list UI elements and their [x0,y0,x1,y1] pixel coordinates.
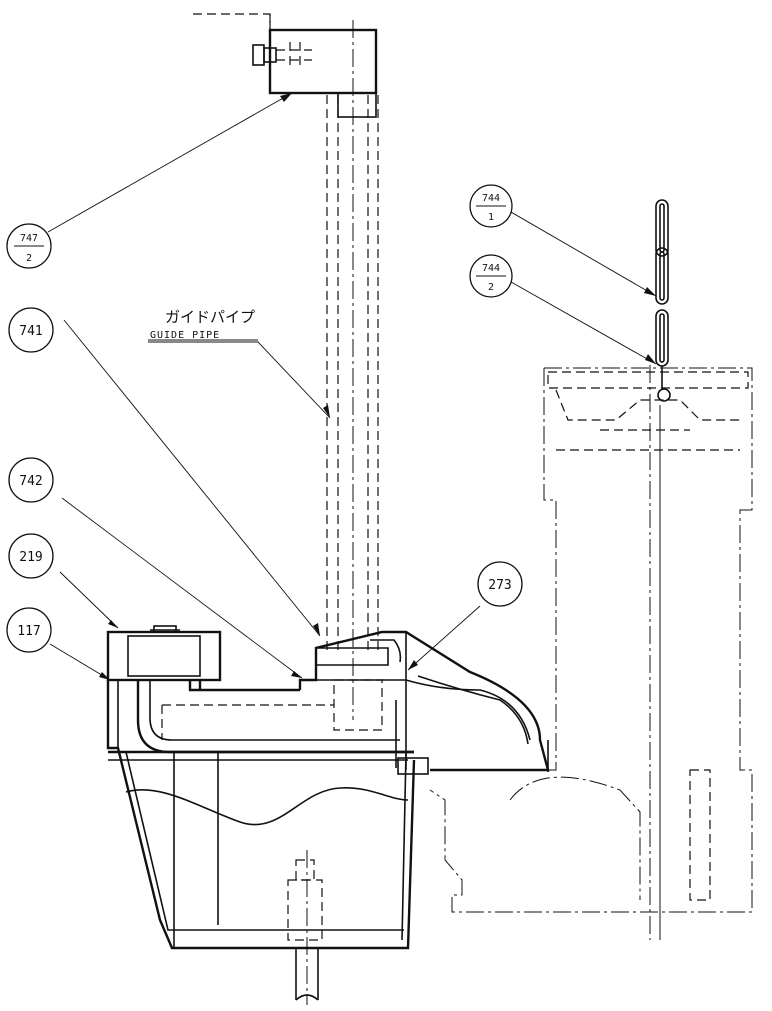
callout-747-top: 747 [20,233,38,244]
callout-219: 219 [8,533,54,579]
callout-744-2: 744 2 [469,254,513,298]
callout-117-text: 117 [17,624,40,639]
anchor-bolt [287,850,323,1005]
callout-273-text: 273 [488,578,511,593]
pump-outline [429,365,753,940]
callout-219-text: 219 [19,550,42,565]
callout-747-2: 747 2 [6,223,52,269]
callout-742: 742 [8,457,54,503]
callout-744-1-top: 744 [482,193,500,204]
callout-742-text: 742 [19,474,42,489]
guide-pipe [326,20,379,720]
guide-pipe-label-en: GUIDE PIPE [150,330,220,341]
guide-pipe-label-jp: ガイドパイプ [165,308,255,326]
callout-273: 273 [477,561,523,607]
callout-741-text: 741 [19,324,42,339]
callout-744-2-top: 744 [482,263,500,274]
callout-747-bottom: 2 [26,253,32,264]
guide-holder [298,630,550,775]
discharge-base [106,625,416,950]
lifting-chain [655,199,671,402]
arrow-heads [99,93,656,680]
top-bracket [193,13,378,95]
callout-744-1-bottom: 1 [488,212,494,223]
leader-lines [47,92,657,681]
callout-744-1: 744 1 [469,184,513,228]
callout-741: 741 [8,307,54,353]
callout-117: 117 [6,607,52,653]
callout-744-2-bottom: 2 [488,282,494,293]
